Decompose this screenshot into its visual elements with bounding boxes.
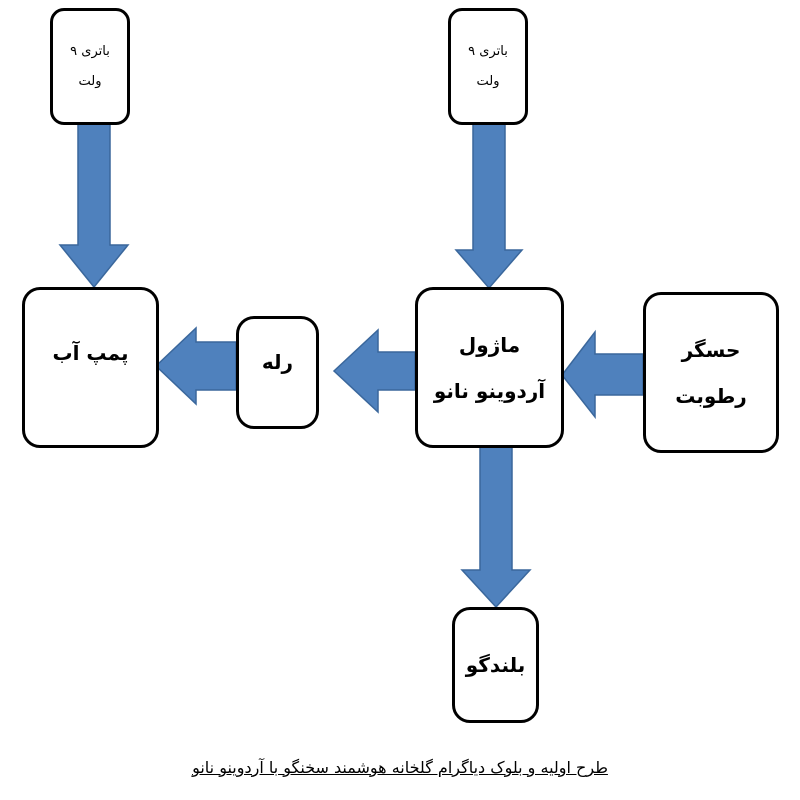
battery-left-unit: ولت bbox=[78, 73, 102, 89]
arrow-relay-to-pump bbox=[154, 326, 237, 406]
speaker-box: بلندگو bbox=[452, 607, 539, 723]
arrow-battery-right-to-arduino bbox=[454, 123, 524, 290]
battery-left-box: باتری ۹ ولت bbox=[50, 8, 130, 125]
battery-left-label: باتری ۹ bbox=[70, 43, 110, 59]
relay-box: رله bbox=[236, 316, 319, 429]
arrow-arduino-to-speaker bbox=[460, 446, 532, 609]
arrow-sensor-to-arduino bbox=[561, 329, 644, 420]
water-pump-label: پمپ آب bbox=[52, 341, 129, 365]
speaker-label: بلندگو bbox=[465, 653, 526, 677]
battery-right-label: باتری ۹ bbox=[468, 43, 508, 59]
arduino-label-line2: آردوینو نانو bbox=[433, 378, 546, 403]
arduino-label-line1: ماژول bbox=[458, 332, 521, 357]
figure-caption: طرح اولیه و بلوک دیاگرام گلخانه هوشمند س… bbox=[0, 758, 800, 777]
sensor-label-line2: رطوبت bbox=[675, 383, 747, 408]
arduino-nano-box: ماژول آردوینو نانو bbox=[415, 287, 564, 448]
humidity-sensor-box: حسگر رطوبت bbox=[643, 292, 779, 453]
caption-text: طرح اولیه و بلوک دیاگرام گلخانه هوشمند س… bbox=[192, 758, 608, 777]
battery-right-unit: ولت bbox=[476, 73, 500, 89]
battery-right-box: باتری ۹ ولت bbox=[448, 8, 528, 125]
water-pump-box: پمپ آب bbox=[22, 287, 159, 448]
relay-label: رله bbox=[261, 350, 294, 374]
arrow-battery-left-to-pump bbox=[58, 123, 130, 289]
sensor-label-line1: حسگر bbox=[681, 337, 741, 362]
arrow-arduino-to-relay bbox=[332, 328, 416, 414]
